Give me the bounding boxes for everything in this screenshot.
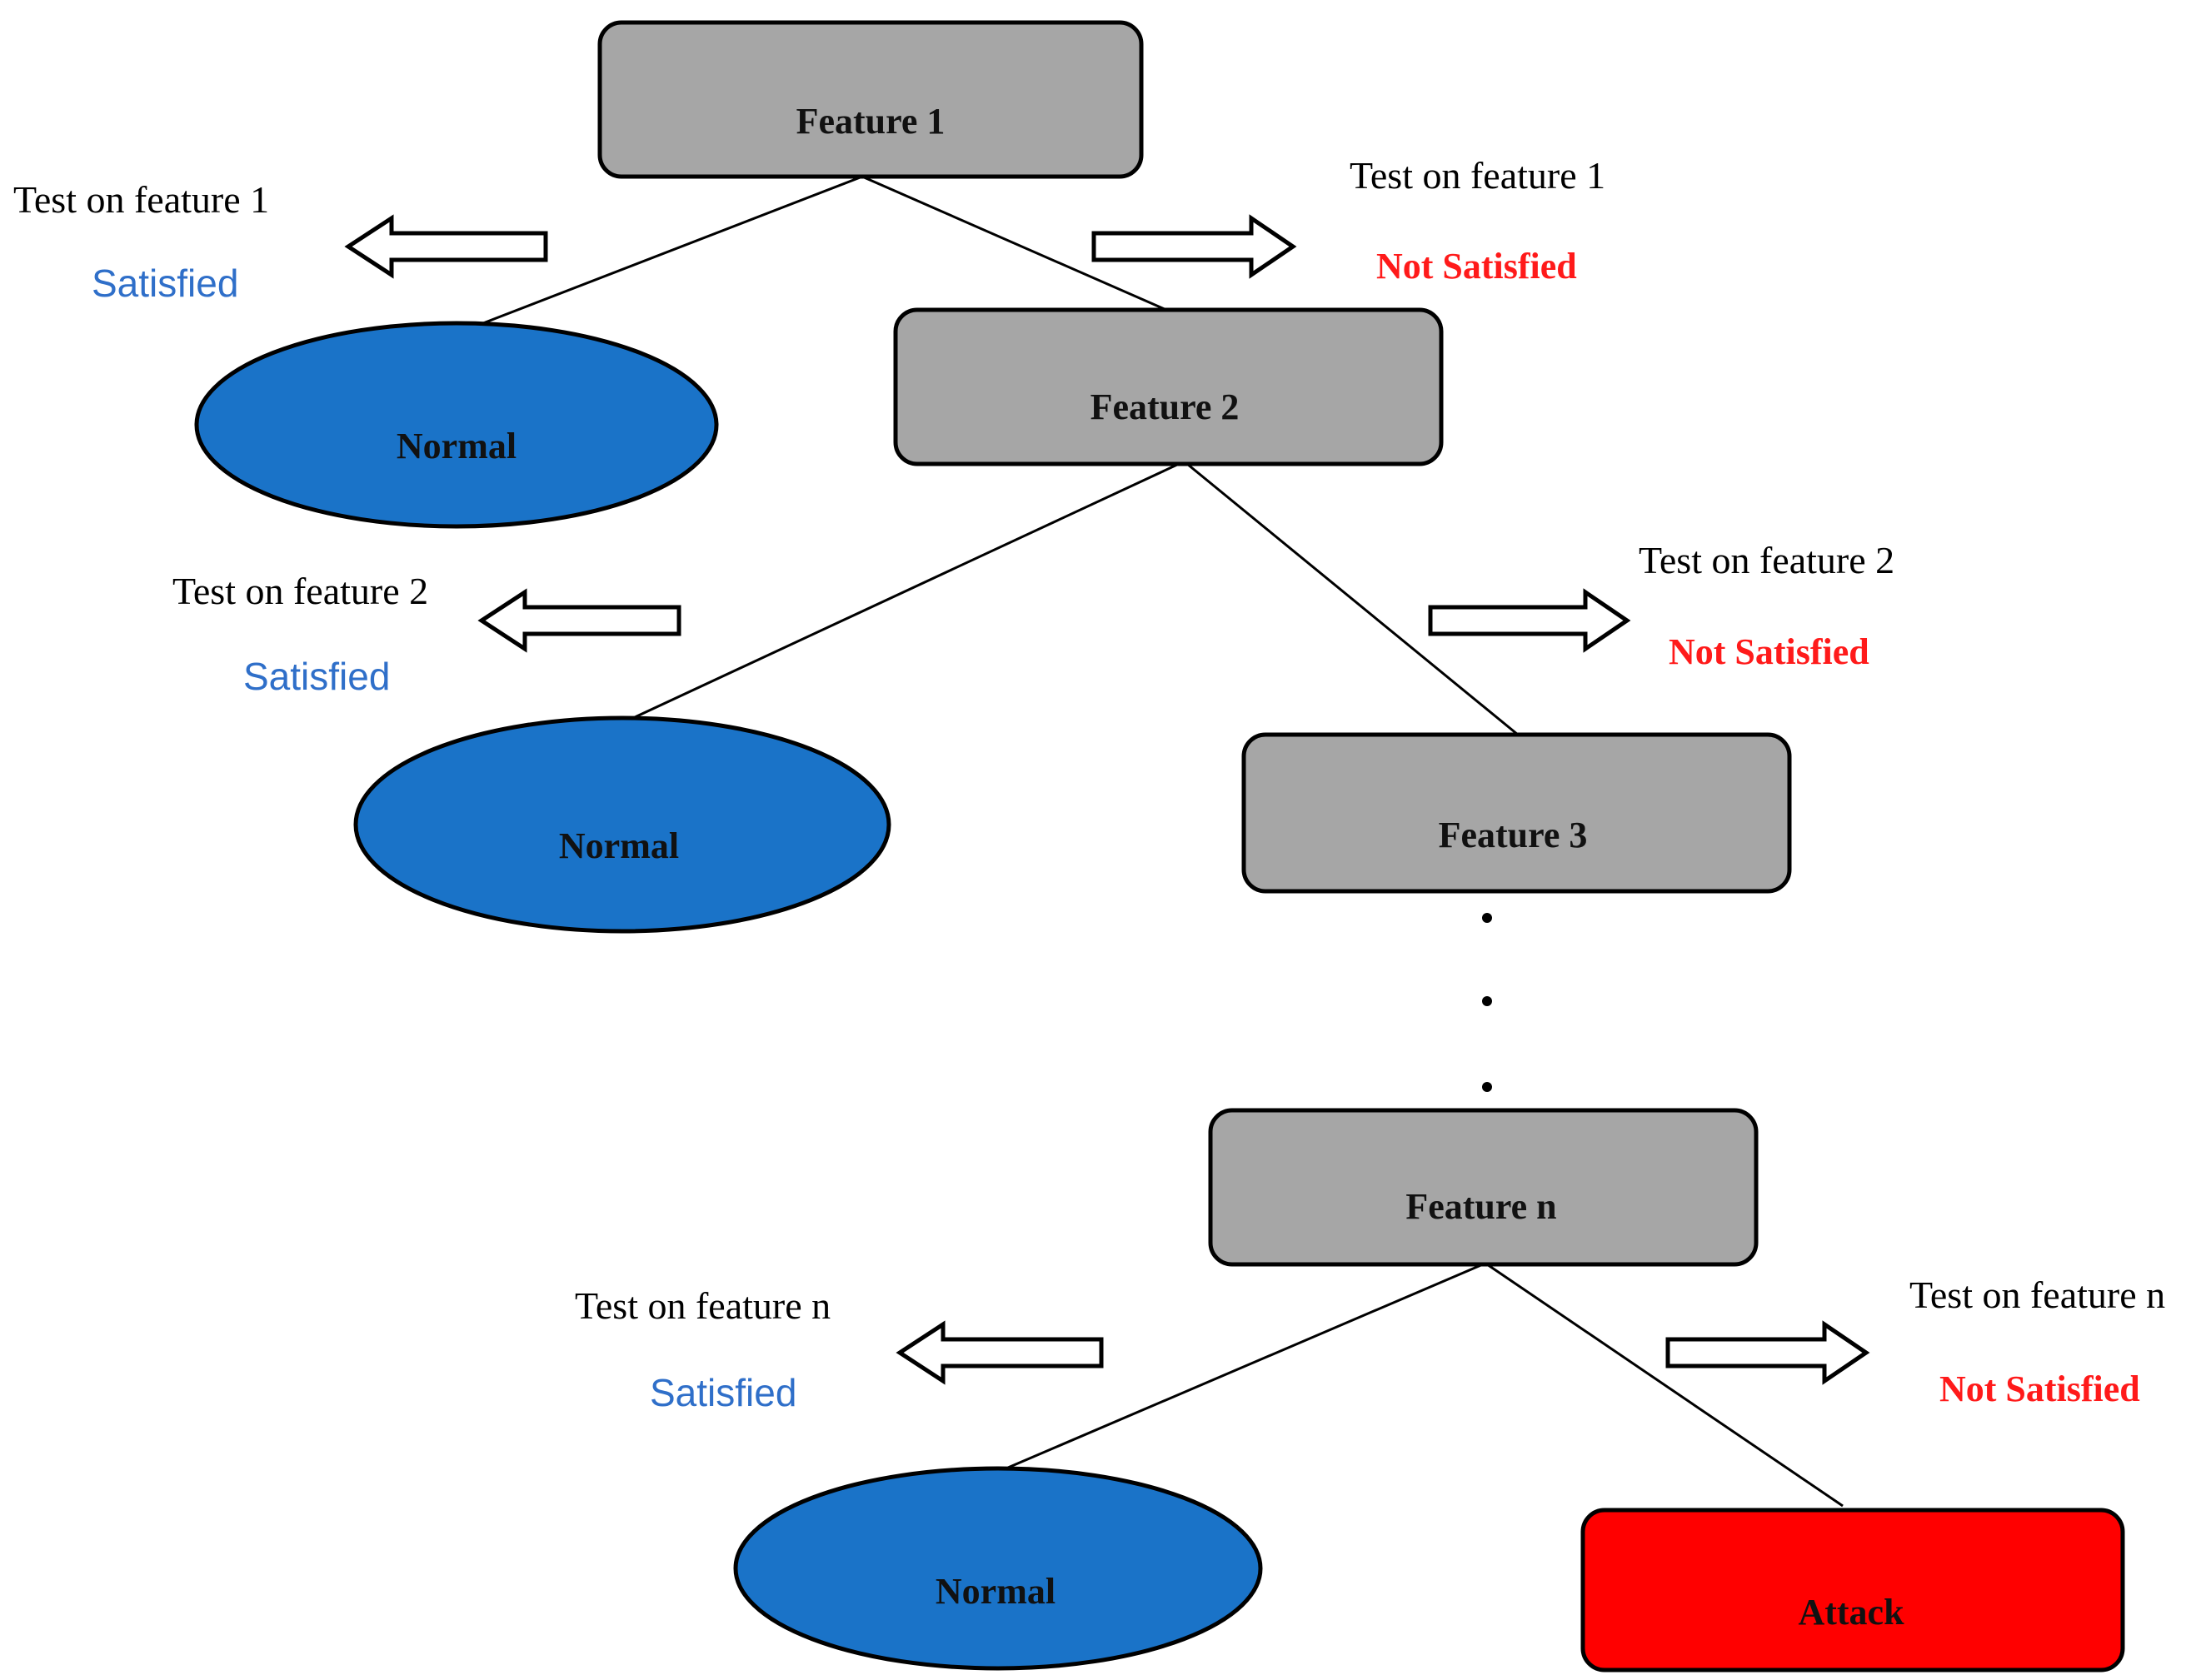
- feature-3-node: Feature 3: [1241, 732, 1792, 894]
- left-arrow-icon: [896, 1320, 1104, 1385]
- edge-featuren-attack: [1486, 1263, 1844, 1508]
- left-arrow-icon: [477, 588, 681, 653]
- normal-n-label: Normal: [936, 1571, 1056, 1612]
- edge-feature1-feature2: [861, 175, 1167, 312]
- feature-2-node: Feature 2: [893, 307, 1444, 466]
- attack-node: Attack: [1580, 1508, 2125, 1673]
- feature-2-label: Feature 2: [1091, 386, 1240, 427]
- normal-2-label: Normal: [559, 825, 679, 866]
- feature-1-label: Feature 1: [796, 101, 946, 142]
- normal-1-label: Normal: [397, 426, 517, 466]
- right-arrow-icon: [1665, 1320, 1870, 1385]
- feature-n-node: Feature n: [1208, 1108, 1759, 1267]
- satisfied-label-feature2: Satisfied: [243, 655, 390, 698]
- normal-node-1: Normal: [194, 321, 719, 529]
- edge-feature2-feature3: [1186, 462, 1519, 736]
- test-label-feature2-right: Test on feature 2: [1639, 539, 1894, 581]
- test-label-featuren-right: Test on feature n: [1909, 1274, 2165, 1316]
- left-arrow-icon: [344, 214, 548, 279]
- feature-1-node: Feature 1: [597, 20, 1144, 179]
- ellipsis-dot: [1482, 1082, 1492, 1092]
- test-label-featuren-left: Test on feature n: [575, 1284, 831, 1327]
- ellipsis-dot: [1482, 913, 1492, 923]
- ellipsis-dot: [1482, 996, 1492, 1006]
- edge-featuren-normaln: [1007, 1263, 1484, 1469]
- edge-feature2-normal2: [632, 462, 1180, 720]
- right-arrow-icon: [1428, 588, 1631, 653]
- not-satisfied-label-featuren: Not Satisfied: [1939, 1368, 2140, 1409]
- test-label-feature1-left: Test on feature 1: [13, 178, 269, 221]
- satisfied-label-feature1: Satisfied: [92, 262, 238, 305]
- test-label-feature1-right: Test on feature 1: [1350, 154, 1605, 197]
- satisfied-label-featuren: Satisfied: [650, 1371, 796, 1414]
- feature-n-label: Feature n: [1405, 1186, 1556, 1227]
- test-label-feature2-left: Test on feature 2: [172, 570, 428, 612]
- feature-3-label: Feature 3: [1439, 815, 1588, 855]
- normal-node-n: Normal: [733, 1466, 1263, 1671]
- attack-label: Attack: [1798, 1592, 1904, 1633]
- right-arrow-icon: [1091, 214, 1297, 279]
- edge-feature1-normal1: [482, 175, 863, 325]
- not-satisfied-label-feature2: Not Satisfied: [1669, 631, 1869, 672]
- not-satisfied-label-feature1: Not Satisfied: [1376, 246, 1577, 287]
- normal-node-2: Normal: [353, 715, 891, 934]
